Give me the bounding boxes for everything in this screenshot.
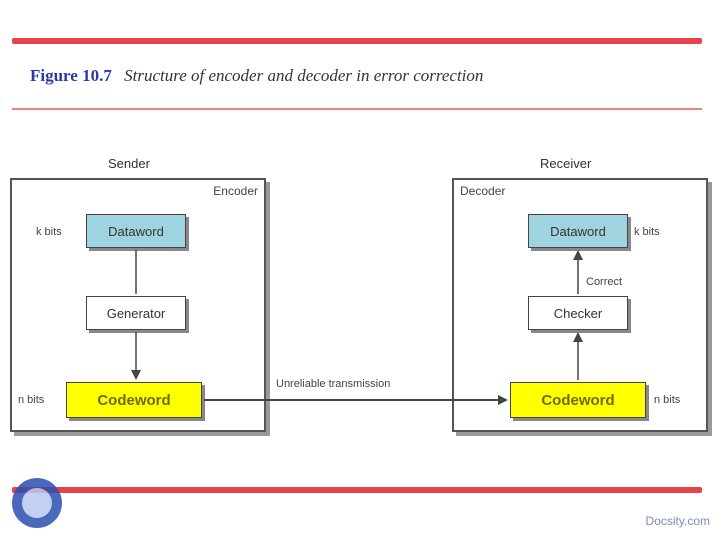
logo-icon <box>12 478 62 528</box>
figure-number: Figure 10.7 <box>30 66 112 85</box>
top-divider <box>12 38 702 44</box>
receiver-dataword-box: Dataword <box>528 214 628 248</box>
receiver-label: Receiver <box>540 156 592 171</box>
checker-box: Checker <box>528 296 628 330</box>
channel-label: Unreliable transmission <box>276 378 391 390</box>
sender-label: Sender <box>108 156 150 171</box>
footer-watermark: Docsity.com <box>645 514 710 528</box>
encoder-label: Encoder <box>213 184 258 198</box>
decoder-label: Decoder <box>460 184 506 198</box>
receiver-dataword-size: k bits <box>634 226 660 238</box>
sender-codeword-box: Codeword <box>66 382 202 418</box>
bottom-divider <box>12 487 702 493</box>
receiver-codeword-box: Codeword <box>510 382 646 418</box>
title-underline <box>12 108 702 110</box>
generator-box: Generator <box>86 296 186 330</box>
figure-caption: Structure of encoder and decoder in erro… <box>124 66 484 85</box>
page-title: Figure 10.7 Structure of encoder and dec… <box>30 66 483 86</box>
sender-dataword-size: k bits <box>36 226 62 238</box>
sender-dataword-box: Dataword <box>86 214 186 248</box>
correct-label: Correct <box>586 276 623 288</box>
receiver-codeword-size: n bits <box>654 394 681 406</box>
sender-codeword-size: n bits <box>18 394 45 406</box>
